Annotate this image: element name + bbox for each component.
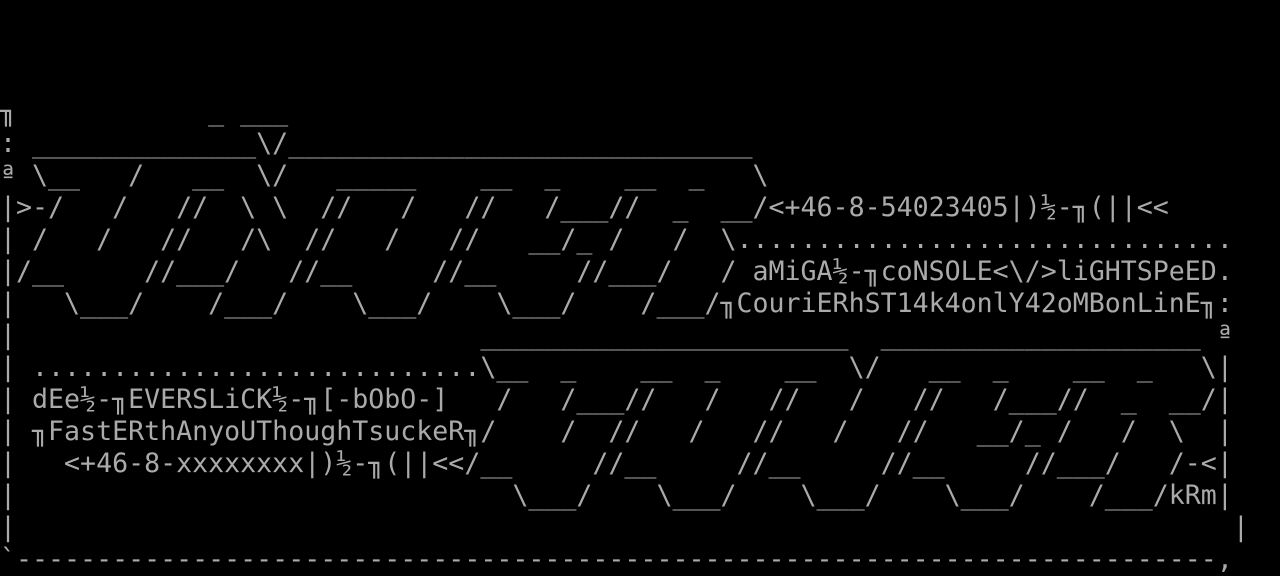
ascii-art-line: | _______________________ ______________… [0, 320, 1233, 351]
ascii-art-amiga-console-line: |/__ //___/ //__ //__ //___/ / aMiGA½-╖c… [0, 256, 1233, 287]
terminal-line [0, 32, 1280, 64]
ascii-art-phone-line: |>-/ / // \ \ // / // /___// _ __/<+46-8… [0, 192, 1169, 223]
ascii-art-line: : ______________\/______________________… [0, 128, 753, 159]
ascii-art-line: | | [0, 512, 1249, 543]
ascii-art-line: | / / // /\ // / // __/_ / / \..........… [0, 224, 1233, 255]
ascii-art-credits-line: | dEe½-╖EVERSLiCK½-╖[-bObO-] / /___// / … [0, 384, 1233, 415]
ascii-art-phone-line: | <+46-8-xxxxxxxx|)½-╖(||<</__ //__ //__… [0, 448, 1233, 479]
ascii-art-courier-line: | \___/ /___/ \___/ \___/ /___/╖CouriERh… [0, 288, 1233, 319]
ascii-art-line: | ............................\__ _ __ _… [0, 352, 1233, 383]
terminal-line [0, 64, 1280, 96]
terminal-line [0, 0, 1280, 32]
ascii-art-slogan-line: | ╖FastERthAnyoUThoughTsuckeR╖/ / // / /… [0, 416, 1233, 447]
ascii-art-line: ª \__ / __ \/ _____ __ _ __ _ \ [0, 160, 769, 191]
ascii-art-border-bottom: `---------------------------------------… [0, 544, 1233, 575]
ascii-art-signature-line: | \___/ \___/ \___/ \___/ /___/kRm| [0, 480, 1233, 511]
ascii-art-line: ╖ _ ___ [0, 96, 289, 127]
